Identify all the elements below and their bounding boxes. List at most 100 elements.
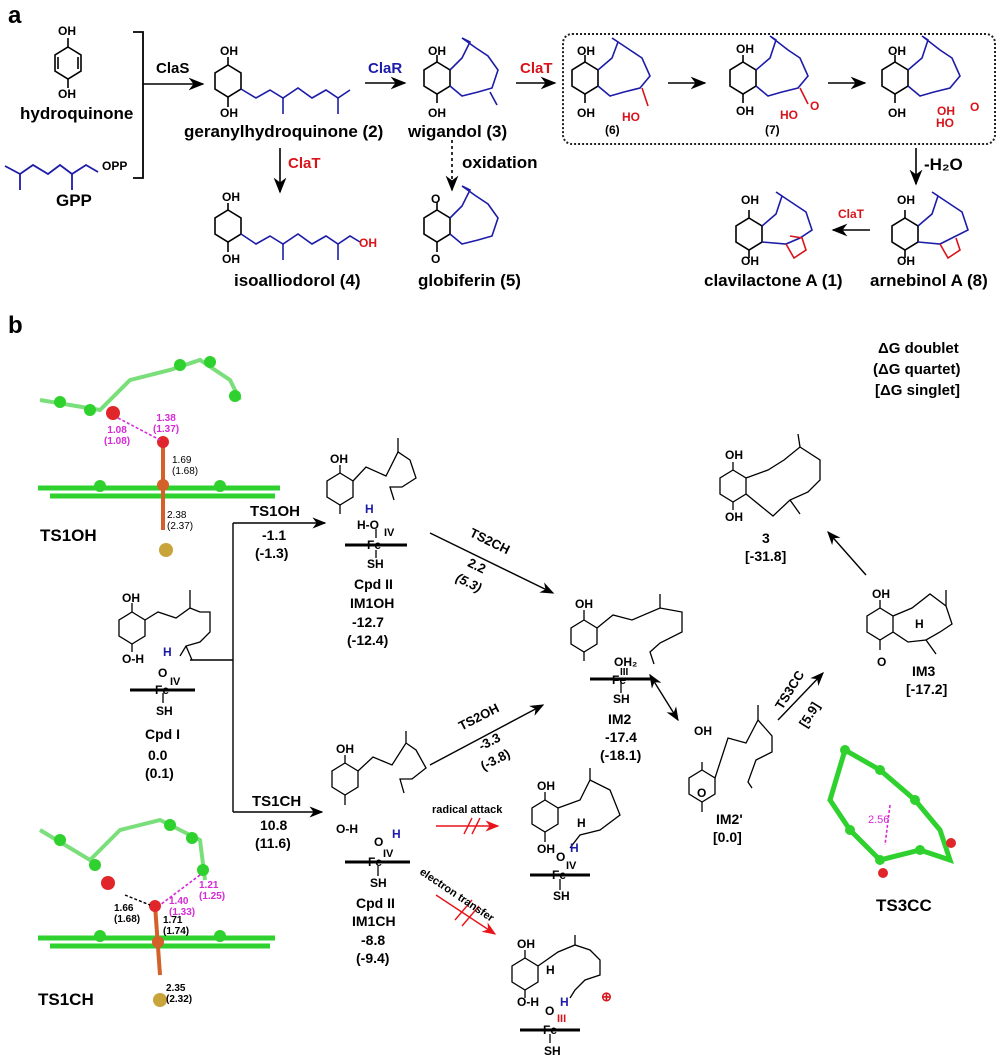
im2-dg: -17.4 <box>605 729 637 745</box>
product-3-name: 3 <box>762 530 770 546</box>
fe-label: Fe <box>368 855 383 869</box>
fe-oxidation-state: IV <box>383 848 394 860</box>
enzyme-clas: ClaS <box>156 60 190 77</box>
clavilactone-a-structure <box>735 191 813 260</box>
ts1ch-distance-fes: 2.35(2.32) <box>166 983 193 1005</box>
atom-label: OH <box>537 779 555 793</box>
sh-label: SH <box>370 876 387 890</box>
fe-label: Fe <box>367 538 382 552</box>
transferred-h: H <box>365 502 374 516</box>
compound-7-structure <box>729 35 809 105</box>
cpd1-structure <box>118 590 211 703</box>
im1oh-dg-quartet: (-12.4) <box>347 632 389 648</box>
new-oh-label: OH <box>359 236 377 250</box>
compound-name-6: (6) <box>605 123 620 137</box>
atom-label: OH <box>888 44 906 58</box>
im3-structure <box>866 590 953 655</box>
radical-attack-product-structure <box>530 768 621 890</box>
enzyme-clat-down: ClaT <box>288 155 321 172</box>
step-oxidation: oxidation <box>462 153 538 172</box>
atom-label: OH <box>888 106 906 120</box>
globiferin-structure <box>423 185 499 252</box>
atom-label: H <box>915 617 924 631</box>
im1oh-dg: -12.7 <box>352 614 384 630</box>
atom-label: OH <box>330 452 348 466</box>
oxo-label: O <box>374 835 384 849</box>
im2-prime-dg-singlet: [0.0] <box>713 829 742 845</box>
atom-label: OH <box>736 42 754 56</box>
im1ch-name2: IM1CH <box>352 913 396 929</box>
reactant-bracket <box>133 31 144 179</box>
hydroquinone-structure <box>54 38 82 88</box>
compound-name-hydroquinone: hydroquinone <box>20 104 134 123</box>
fe-oxidation-state: III <box>557 1013 567 1025</box>
atom-label: OH <box>428 44 446 58</box>
im2-name: IM2 <box>608 711 632 727</box>
compound-name-4: isoalliodorol (4) <box>234 271 361 290</box>
blocked-radical-attack-arrow <box>436 817 500 835</box>
atom-label: OH <box>537 842 555 856</box>
ts1ch-label: TS1CH <box>252 793 302 810</box>
atom-label: OH <box>58 87 76 101</box>
compound-6-structure <box>571 37 651 107</box>
transferred-h: H <box>560 995 569 1009</box>
atom-label: H-O <box>357 518 380 532</box>
im1oh-name1: Cpd II <box>354 576 393 592</box>
atom-label: OH <box>741 254 759 268</box>
atom-label: OH <box>58 24 76 38</box>
oxo-label: O <box>158 666 168 680</box>
cpd1-name: Cpd I <box>145 726 180 742</box>
im3-dg-singlet: [-17.2] <box>906 681 948 697</box>
atom-label: O <box>877 655 887 669</box>
compound-name-3: wigandol (3) <box>408 122 508 141</box>
hydroxy-acid-structure <box>881 35 961 103</box>
ts1oh-3d-label: TS1OH <box>40 526 97 545</box>
geranylhydroquinone-structure <box>214 57 351 114</box>
water-label: OH₂ <box>614 655 638 669</box>
ts1ch-distance-ch: 1.21(1.25) <box>199 880 226 902</box>
ts1oh-distance-feo: 1.69(1.68) <box>172 455 199 477</box>
ts1ch-distance-feo: 1.71(1.74) <box>163 915 190 937</box>
blocked-electron-transfer-arrow <box>435 894 497 935</box>
im2-structure <box>570 594 683 693</box>
atom-label: OH <box>222 190 240 204</box>
fe-oxidation-state: IV <box>566 860 577 872</box>
cpd1-dg-quartet: (0.1) <box>145 765 174 781</box>
product-3-structure <box>719 433 821 517</box>
panel-a-letter: a <box>8 2 22 29</box>
im1ch-dg: -8.8 <box>361 932 386 948</box>
fe-oxidation-state: III <box>620 667 629 678</box>
ts1oh-distance-fes: 2.38(2.37) <box>167 510 194 532</box>
atom-label: OH <box>517 937 535 951</box>
fe-label: Fe <box>612 673 627 687</box>
enzyme-clat-final: ClaT <box>838 207 865 221</box>
sh-label: SH <box>613 692 630 706</box>
im2-prime-structure <box>688 705 773 812</box>
ts3cc-distance: 2.56 <box>868 814 890 826</box>
compound-name-2: geranylhydroquinone (2) <box>184 122 384 141</box>
cation-charge: ⊕ <box>601 989 612 1004</box>
compound-name-1: clavilactone A (1) <box>704 271 843 290</box>
sh-label: SH <box>553 889 570 903</box>
im1ch-structure <box>331 731 427 876</box>
oxidation-sequence-box <box>562 33 996 145</box>
atom-label: H <box>577 816 586 830</box>
atom-label: OH <box>222 252 240 266</box>
ho-label: HO <box>622 110 640 124</box>
fe-label: Fe <box>552 868 567 882</box>
ts1oh-substrate <box>39 357 242 413</box>
transferred-h: H <box>570 841 579 855</box>
pathway-lines <box>190 517 867 818</box>
ts3cc-3d-model <box>827 745 956 878</box>
ts1oh-distance-h: 1.08(1.08) <box>104 425 131 447</box>
transferred-h: H <box>392 827 401 841</box>
cpd1-dg: 0.0 <box>148 747 168 763</box>
wigandol-structure <box>423 37 499 106</box>
atom-label: OH <box>428 106 446 120</box>
carbonyl-o-label: O <box>970 100 980 114</box>
transferred-h: H <box>163 645 172 659</box>
atom-label: OH <box>725 510 743 524</box>
oxo-label: O <box>545 1004 555 1018</box>
atom-label: OH <box>122 591 140 605</box>
